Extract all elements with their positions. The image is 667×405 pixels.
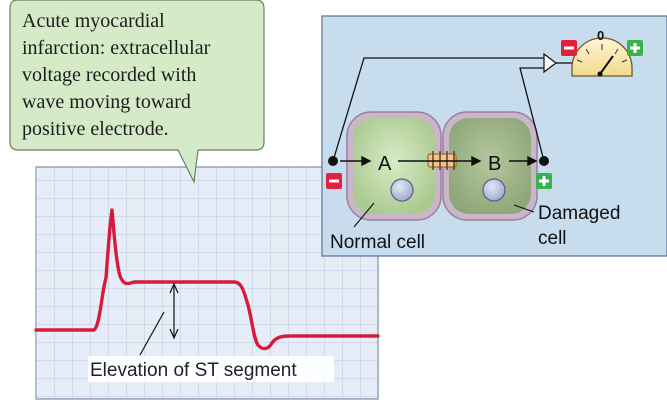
- plus-icon: [627, 40, 643, 56]
- callout-line-5: positive electrode.: [22, 118, 169, 140]
- st-elevation-label: Elevation of ST segment: [90, 360, 297, 381]
- normal-cell-leader: [353, 202, 375, 228]
- normal-cell: [346, 111, 442, 221]
- damaged-cell: [442, 111, 538, 221]
- ecg-trace: [34, 208, 380, 351]
- electrode-wires: [332, 57, 545, 162]
- damaged-cell-leader: [513, 204, 535, 213]
- cell-b-label: B: [488, 153, 501, 175]
- callout-bubble: Acute myocardial infarction: extracellul…: [9, 0, 265, 185]
- plus-icon: [536, 173, 552, 189]
- meter-zero-label: 0: [597, 28, 604, 43]
- minus-icon: [326, 173, 342, 189]
- negative-electrode: [328, 156, 338, 166]
- damaged-cell-label-2: cell: [538, 228, 567, 249]
- callout-text: Acute myocardial infarction: extracellul…: [22, 10, 215, 140]
- callout-line-2: infarction: extracellular: [22, 37, 211, 59]
- minus-icon: [561, 40, 577, 56]
- normal-cell-label: Normal cell: [330, 232, 425, 253]
- nucleus-icon: [390, 178, 414, 202]
- positive-electrode: [539, 156, 549, 166]
- ecg-panel: Elevation of ST segment: [34, 166, 380, 400]
- callout-line-1: Acute myocardial: [22, 10, 165, 32]
- annotation-leader-line: [139, 311, 165, 356]
- st-elevation-arrow: [169, 282, 179, 340]
- conduction-arrows: [340, 155, 538, 167]
- nucleus-icon: [482, 178, 506, 202]
- callout-line-3: voltage recorded with: [22, 64, 196, 86]
- meter-icon: [571, 37, 633, 77]
- cell-a-label: A: [378, 153, 392, 175]
- amplifier-triangle: [543, 52, 557, 74]
- cell-panel: A B: [321, 15, 667, 257]
- damaged-cell-label-1: Damaged: [538, 203, 620, 224]
- callout-line-4: wave moving toward: [22, 91, 191, 113]
